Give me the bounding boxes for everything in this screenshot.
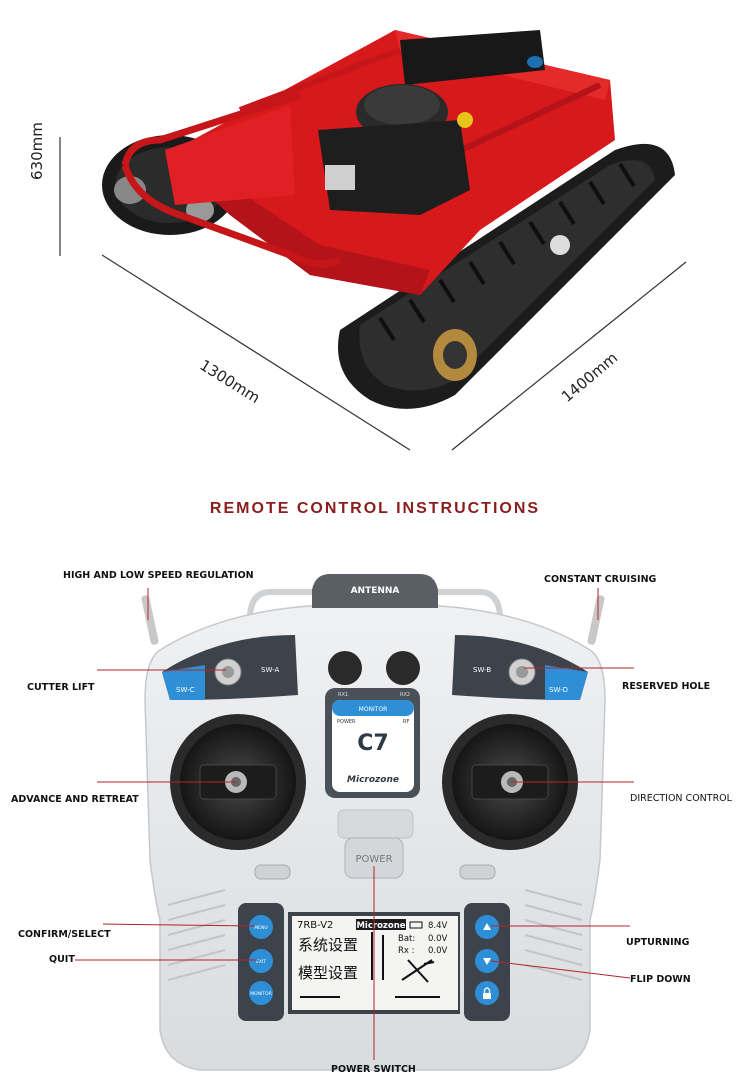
power-small-label: POWER [337, 719, 356, 725]
model-label: C7 [357, 731, 388, 756]
label-flip-down: FLIP DOWN [630, 974, 691, 985]
remote-controller: ANTENNA SW-A SW-C SW-B SW-D MONITOR RX1 … [75, 574, 634, 1071]
sw-a-label: SW-A [261, 666, 279, 674]
lcd-bat-value: 8.4V [428, 921, 448, 931]
lcd-rx-value: 0.0V [428, 946, 448, 956]
left-button-panel [238, 903, 284, 1021]
label-advance-retreat: ADVANCE AND RETREAT [11, 794, 139, 805]
power-button-label: POWER [355, 854, 392, 865]
speed-toggle [141, 595, 159, 645]
exit-button[interactable] [249, 949, 273, 973]
height-label: 630mm [28, 122, 46, 180]
right-button-panel [464, 903, 510, 1021]
monitor-button-label: MONITOR [250, 991, 272, 997]
down-arrow-icon [483, 958, 491, 965]
label-confirm-select: CONFIRM/SELECT [18, 929, 111, 940]
menu-label: MENU [254, 925, 267, 931]
lcd-bat-value-2: 0.0V [428, 934, 448, 944]
length-dimension-line [451, 261, 687, 451]
lcd-menu-2: 模型设置 [298, 964, 358, 982]
right-joystick [442, 714, 578, 850]
lock-icon [483, 993, 491, 999]
label-cutter-lift: CUTTER LIFT [27, 682, 95, 693]
right-track [338, 143, 675, 409]
right-knob [386, 651, 420, 685]
left-trim[interactable] [254, 864, 291, 880]
antenna-tab [312, 574, 438, 608]
lcd-rx-label: Rx : [398, 946, 415, 956]
width-dimension-line [101, 254, 411, 451]
sw-b-panel [452, 635, 588, 700]
section-title: REMOTE CONTROL INSTRUCTIONS [209, 500, 541, 517]
label-upturning: UPTURNING [626, 937, 690, 948]
lcd-bat-label: Bat: [398, 934, 415, 944]
menu-button[interactable] [249, 915, 273, 939]
sw-b-label: SW-B [473, 666, 491, 674]
pointer-lines [75, 588, 634, 1060]
brand-label: Microzone [347, 775, 399, 785]
label-power-switch: POWER SWITCH [331, 1064, 416, 1075]
sw-c-label: SW-C [176, 686, 195, 694]
monitor-button[interactable] [249, 981, 273, 1005]
label-direction-control: DIRECTION CONTROL [630, 793, 732, 804]
cruise-toggle [587, 595, 605, 645]
antenna-label: ANTENNA [351, 586, 400, 596]
sw-d-label: SW-D [549, 686, 568, 694]
label-constant-cruising: CONSTANT CRUISING [544, 574, 657, 585]
left-joystick [170, 714, 306, 850]
mower-illustration [59, 30, 687, 451]
lcd-brand: Microzone [356, 921, 405, 931]
lcd-model: 7RB-V2 [297, 920, 333, 931]
monitor-small-label: MONITOR [359, 706, 388, 713]
exit-label: EXIT [256, 959, 266, 965]
engine [318, 56, 543, 215]
center-display [325, 688, 420, 798]
up-arrow-icon [483, 923, 491, 930]
right-trim[interactable] [459, 864, 496, 880]
label-quit: QUIT [49, 954, 75, 965]
rf-label: RF [403, 719, 409, 725]
lcd-trim-bars [300, 932, 440, 998]
airplane-icon [401, 959, 435, 983]
left-knob [328, 651, 362, 685]
battery-icon [409, 921, 423, 929]
rx2-label: RX2 [400, 692, 410, 698]
lcd-menu-1: 系统设置 [298, 936, 358, 954]
label-high-low-speed: HIGH AND LOW SPEED REGULATION [63, 570, 254, 581]
label-reserved-hole: RESERVED HOLE [622, 681, 711, 692]
rx1-label: RX1 [338, 692, 348, 698]
sw-a-panel [162, 635, 298, 700]
